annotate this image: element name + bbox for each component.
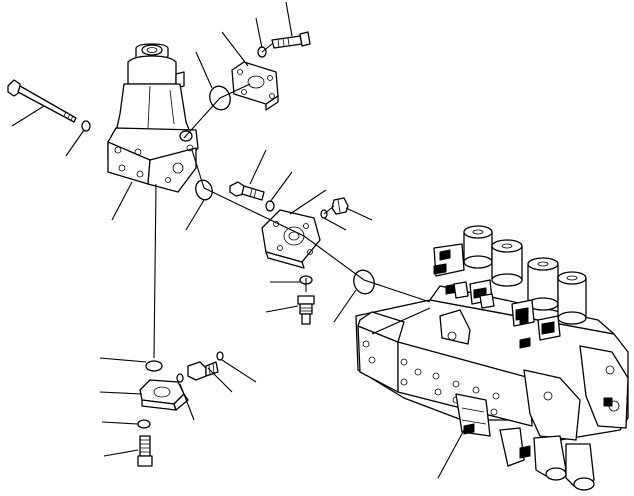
plug [187, 361, 219, 381]
callout-leader [65, 129, 85, 157]
plug [453, 281, 613, 459]
washer [137, 419, 151, 429]
callout-leader [195, 51, 213, 89]
valve-housing [107, 43, 199, 193]
callout-leader [185, 199, 205, 231]
bolt [229, 181, 265, 201]
callout-leader [323, 217, 347, 231]
callout-leader [103, 449, 139, 457]
control-valve-block [355, 285, 629, 491]
flange [231, 61, 279, 111]
callout-leader [437, 429, 465, 479]
callout-leader [11, 105, 45, 127]
o-ring [216, 351, 224, 361]
o-ring [145, 360, 163, 372]
callout-leader [269, 171, 293, 203]
bolt [271, 31, 311, 49]
washer [81, 120, 91, 132]
callout-leaders [11, 1, 465, 479]
callout-leader [249, 149, 267, 185]
o-ring [195, 179, 213, 201]
callout-leader [111, 181, 133, 221]
callout-leader [207, 367, 233, 393]
callout-leader [265, 305, 299, 313]
assembly-lines [153, 43, 431, 359]
callout-leader [289, 189, 327, 215]
solenoid [519, 271, 587, 349]
callout-leader [371, 307, 431, 335]
pressure-sensor [297, 295, 315, 325]
callout-leader [255, 17, 263, 49]
solenoid [433, 225, 493, 277]
washer [265, 200, 275, 212]
o-ring [176, 373, 184, 383]
callout-leader [99, 391, 143, 395]
callout-leader [345, 207, 373, 221]
callout-leader [221, 359, 257, 383]
flange [261, 209, 321, 269]
callout-leader [99, 357, 147, 363]
flange [139, 379, 189, 411]
long-bolt [7, 79, 77, 123]
callout-leader [285, 1, 293, 37]
callout-leader [221, 31, 249, 67]
callout-leader [179, 383, 195, 421]
callout-leader [101, 421, 139, 425]
callout-leader [333, 289, 357, 323]
plug [331, 197, 349, 215]
bolt [137, 435, 153, 467]
